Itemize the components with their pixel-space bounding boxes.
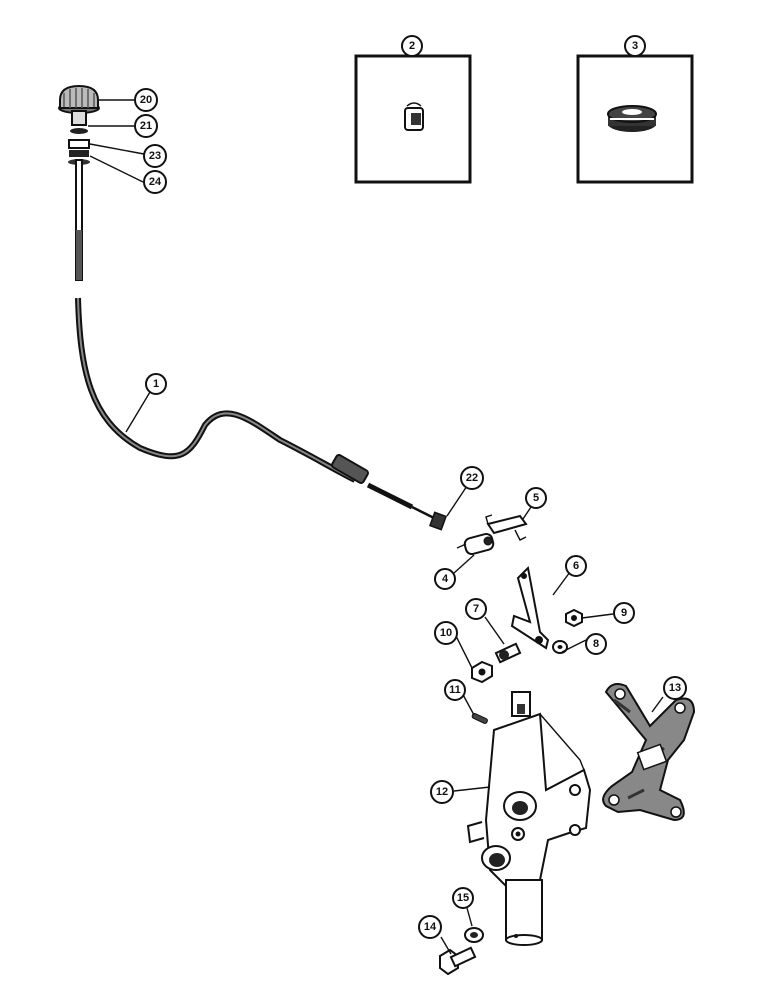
svg-text:15: 15 — [457, 892, 469, 904]
callout-23: 23 — [143, 144, 167, 168]
lock-washer — [552, 640, 568, 654]
callout-11: 11 — [444, 679, 466, 701]
bushing-part — [404, 102, 424, 131]
svg-text:22: 22 — [466, 472, 478, 484]
callout-8: 8 — [585, 633, 607, 655]
inset-box-2 — [354, 47, 472, 184]
svg-text:1: 1 — [153, 378, 159, 390]
svg-text:6: 6 — [573, 560, 579, 572]
control-knob — [58, 84, 100, 126]
callout-13: 13 — [663, 676, 687, 700]
throttle-lever — [510, 565, 550, 650]
spring-pin — [471, 712, 488, 724]
valve-housing — [466, 691, 592, 946]
callout-22: 22 — [460, 466, 484, 490]
control-rod — [75, 159, 83, 281]
svg-text:14: 14 — [424, 921, 437, 933]
svg-text:23: 23 — [149, 150, 161, 162]
callout-4: 4 — [434, 568, 456, 590]
svg-text:13: 13 — [669, 682, 681, 694]
callout-6: 6 — [565, 555, 587, 577]
svg-text:24: 24 — [149, 176, 162, 188]
svg-text:10: 10 — [440, 627, 452, 639]
clevis — [456, 532, 495, 556]
svg-text:2: 2 — [409, 40, 415, 52]
knob-washer — [70, 128, 88, 134]
callout-7: 7 — [465, 598, 487, 620]
svg-text:8: 8 — [593, 638, 599, 650]
callout-2: 2 — [401, 35, 423, 57]
svg-text:4: 4 — [442, 573, 449, 585]
callout-21: 21 — [134, 114, 158, 138]
retaining-clip — [485, 514, 528, 541]
callout-15: 15 — [452, 887, 474, 909]
hex-nut — [565, 608, 583, 628]
callout-5: 5 — [525, 487, 547, 509]
pivot-bolt — [494, 642, 522, 664]
svg-text:5: 5 — [533, 492, 539, 504]
svg-text:12: 12 — [436, 786, 448, 798]
svg-text:7: 7 — [473, 603, 479, 615]
svg-text:3: 3 — [632, 40, 638, 52]
svg-text:9: 9 — [621, 607, 627, 619]
svg-text:11: 11 — [449, 684, 461, 696]
callout-9: 9 — [613, 602, 635, 624]
flat-washer — [464, 927, 484, 943]
callout-3: 3 — [624, 35, 646, 57]
svg-text:21: 21 — [140, 120, 152, 132]
inset-box-3 — [576, 47, 694, 184]
callout-12: 12 — [430, 780, 454, 804]
svg-text:20: 20 — [140, 94, 152, 106]
leader-lines — [88, 99, 664, 955]
callout-24: 24 — [143, 170, 167, 194]
gasket — [602, 683, 696, 822]
jam-nut — [471, 660, 493, 684]
callout-1: 1 — [145, 373, 167, 395]
callout-10: 10 — [434, 621, 458, 645]
callout-20: 20 — [134, 88, 158, 112]
grommet-part — [607, 105, 657, 132]
throttle-cable — [75, 297, 439, 522]
callout-14: 14 — [418, 915, 442, 939]
cable-end-nut — [429, 511, 447, 531]
cap-screw — [439, 946, 477, 976]
